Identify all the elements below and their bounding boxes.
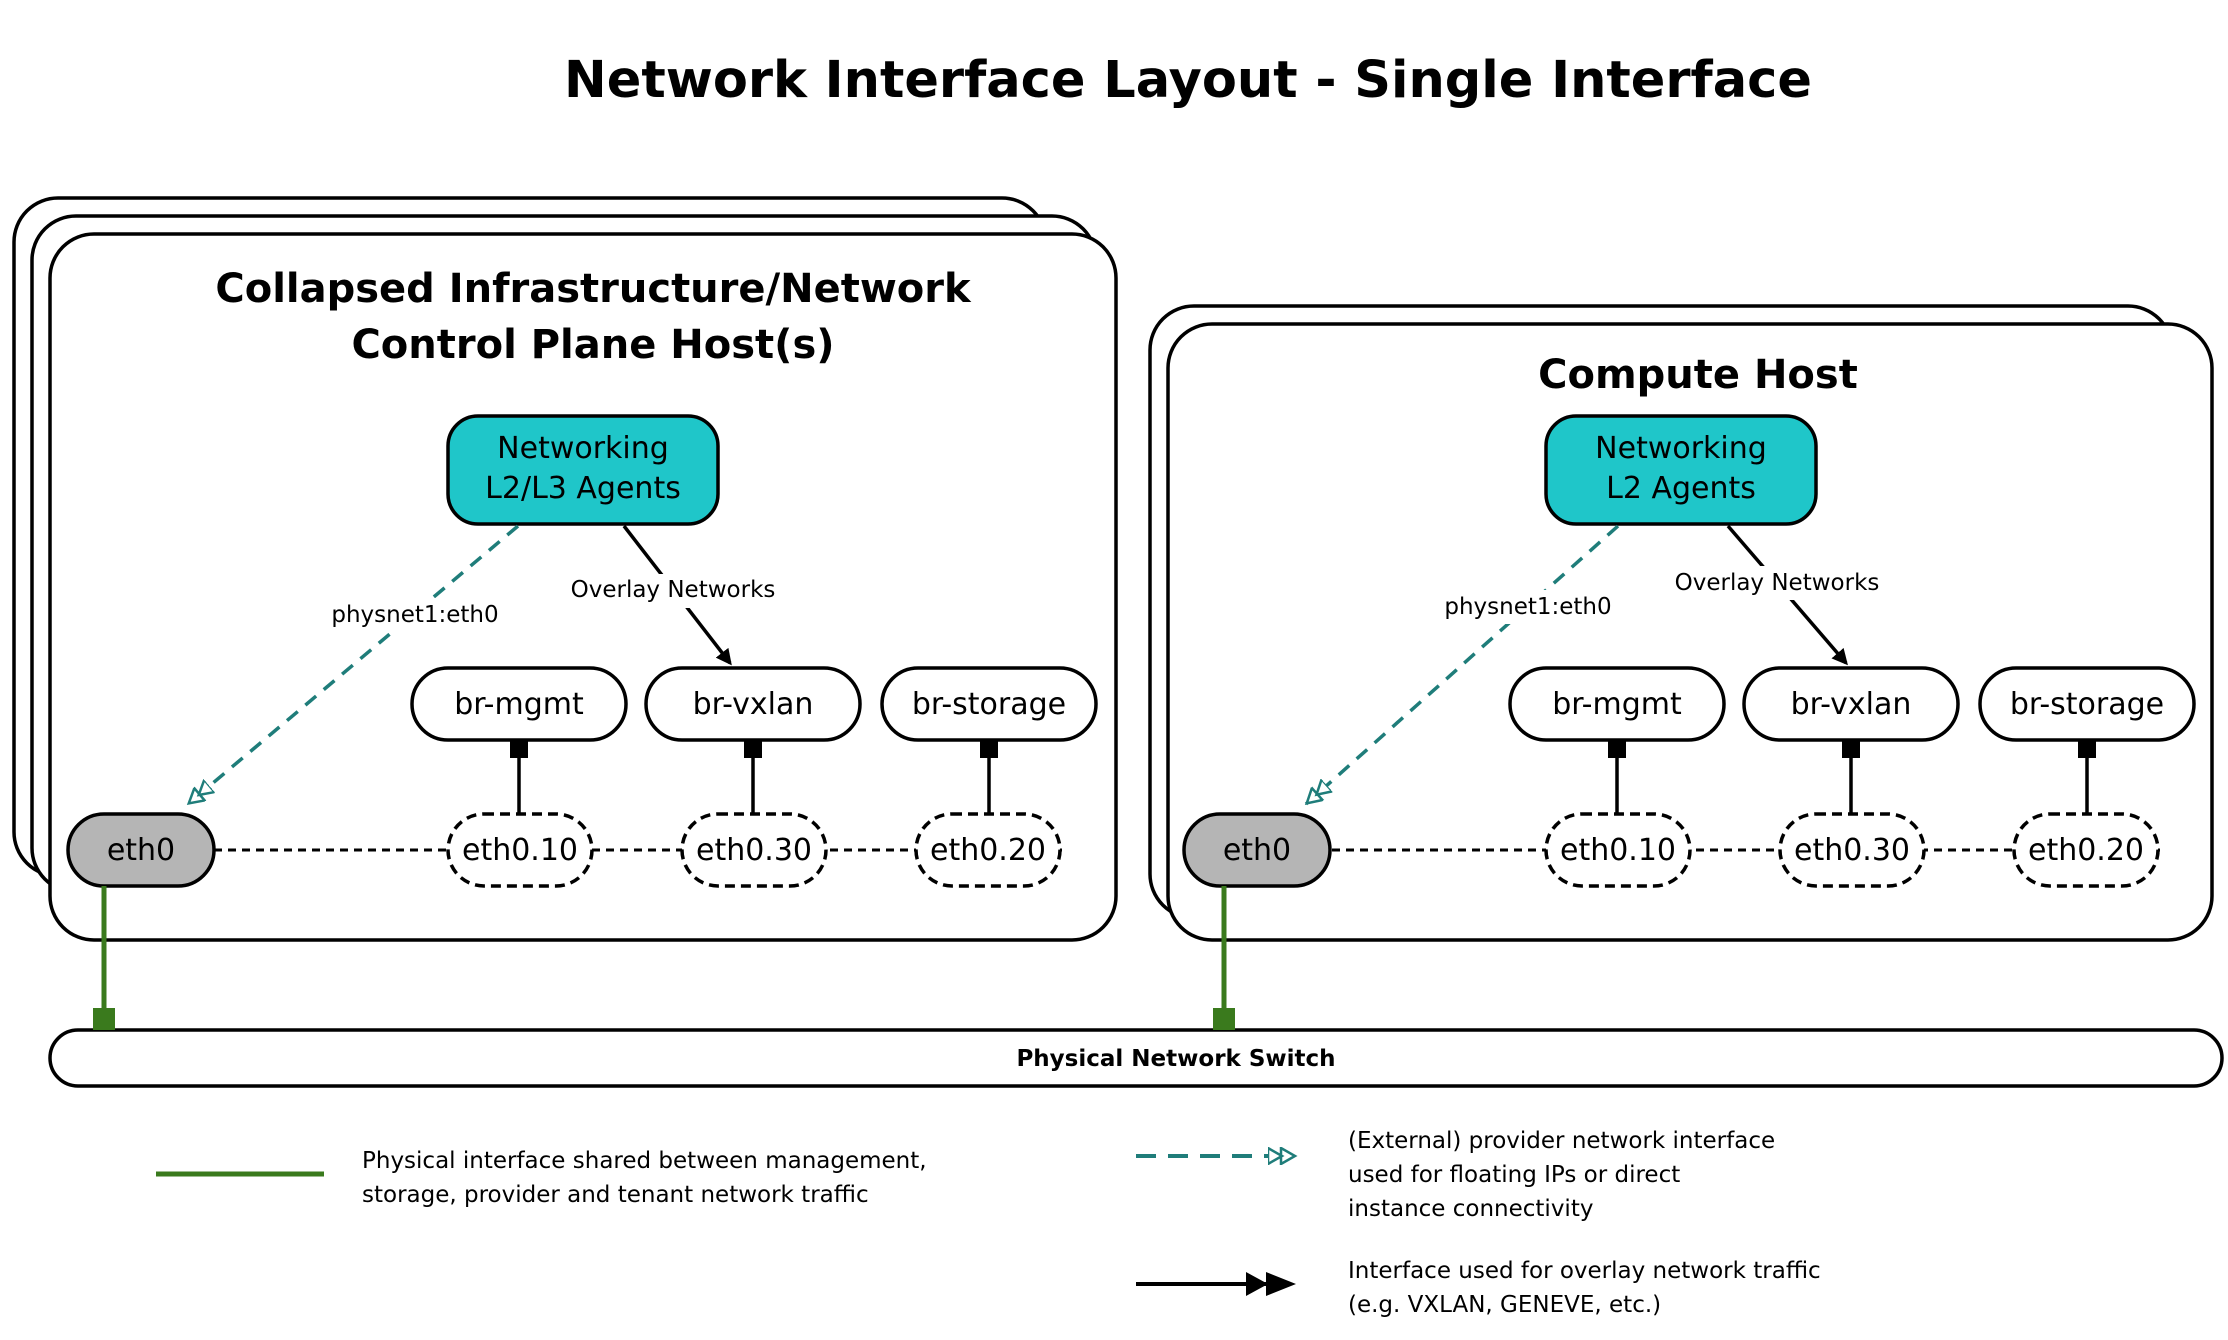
host-title-line2: Control Plane Host(s) [351, 322, 834, 368]
bridge-port [1608, 740, 1626, 758]
vlan-label: eth0.30 [1794, 833, 1910, 868]
legend-physical-line1: Physical interface shared between manage… [362, 1148, 927, 1174]
legend-provider-line3: instance connectivity [1348, 1196, 1593, 1222]
overlay-label: Overlay Networks [1675, 570, 1880, 596]
vlan-eth0-30 [680, 812, 828, 888]
vlan-eth0-30 [1778, 812, 1926, 888]
compute-host: Compute Host Networking L2 Agents physne… [1148, 304, 2214, 942]
page-title: Network Interface Layout - Single Interf… [564, 51, 1812, 110]
networking-agents-box [446, 414, 720, 526]
vlan-label: eth0.20 [930, 833, 1046, 868]
switch-port-compute-front [1213, 1008, 1235, 1030]
bridge-label: br-vxlan [1791, 687, 1912, 722]
vlan-eth0-10 [446, 812, 594, 888]
provider-label-bg [1444, 590, 1612, 624]
overlay-label-bg [1674, 566, 1880, 600]
physical-network-switch [48, 1028, 2224, 1088]
agent-label-line2: L2 Agents [1606, 471, 1756, 506]
host-title-line1: Collapsed Infrastructure/Network [215, 266, 972, 312]
agent-label-line2: L2/L3 Agents [485, 471, 681, 506]
host-title: Compute Host [1538, 352, 1858, 398]
provider-label-bg [330, 598, 498, 632]
overlay-label-bg [570, 574, 776, 608]
provider-label: physnet1:eth0 [331, 602, 498, 628]
control-plane-host: Collapsed Infrastructure/Network Control… [12, 196, 1118, 942]
iface-label: eth0 [1223, 833, 1291, 868]
iface-label: eth0 [107, 833, 175, 868]
agent-label-line1: Networking [497, 431, 669, 466]
bridge-label: br-storage [912, 687, 1066, 722]
host-box [1166, 322, 2214, 942]
bridge-port [1842, 740, 1860, 758]
iface-eth0 [66, 812, 216, 888]
provider-link [1304, 524, 1620, 806]
provider-label: physnet1:eth0 [1444, 594, 1611, 620]
legend-provider-line1: (External) provider network interface [1348, 1128, 1775, 1154]
networking-agents-box [1544, 414, 1818, 526]
legend-physical-line2: storage, provider and tenant network tra… [362, 1182, 869, 1208]
vlan-label: eth0.10 [1560, 833, 1676, 868]
vlan-eth0-10 [1544, 812, 1692, 888]
switch-port-control-front [93, 1008, 115, 1030]
bridge-port [744, 740, 762, 758]
iface-eth0 [1182, 812, 1332, 888]
vlan-label: eth0.20 [2028, 833, 2144, 868]
vlan-label: eth0.10 [462, 833, 578, 868]
bridge-label: br-storage [2010, 687, 2164, 722]
bridge-port [980, 740, 998, 758]
vlan-label: eth0.30 [696, 833, 812, 868]
legend-overlay-line1: Interface used for overlay network traff… [1348, 1258, 1821, 1284]
bridge-label: br-mgmt [1552, 687, 1682, 722]
bridge-label: br-vxlan [693, 687, 814, 722]
vlan-eth0-20 [2012, 812, 2160, 888]
legend-overlay-line2: (e.g. VXLAN, GENEVE, etc.) [1348, 1292, 1661, 1318]
switch-label: Physical Network Switch [1016, 1046, 1335, 1072]
bridge-label: br-mgmt [454, 687, 584, 722]
bridge-port [2078, 740, 2096, 758]
vlan-eth0-20 [914, 812, 1062, 888]
agent-label-line1: Networking [1595, 431, 1767, 466]
legend-provider-line2: used for floating IPs or direct [1348, 1162, 1680, 1188]
legend-overlay-arrow [1246, 1272, 1296, 1296]
overlay-label: Overlay Networks [571, 577, 776, 603]
bridge-port [510, 740, 528, 758]
legend: Physical interface shared between manage… [156, 1128, 1821, 1318]
